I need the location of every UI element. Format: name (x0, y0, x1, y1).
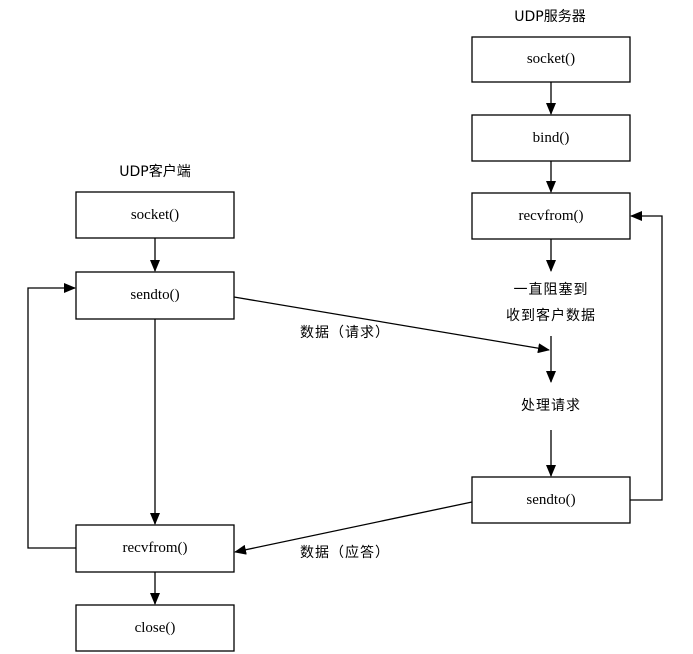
client-socket-box: socket() (75, 191, 235, 239)
client-sendto-box: sendto() (75, 271, 235, 320)
server-title: UDP服务器 (514, 9, 585, 25)
server-bind-label: bind() (533, 130, 570, 146)
arrow-request-message (233, 296, 550, 354)
server-block-text-line2: 收到客户数据 (506, 307, 596, 324)
client-title: UDP客户端 (119, 163, 190, 180)
server-sendto-label: sendto() (526, 492, 575, 508)
server-recvfrom-box: recvfrom() (471, 192, 631, 240)
arrow-reply-message (234, 501, 473, 555)
server-recvfrom-label: recvfrom() (519, 208, 584, 224)
server-block-text-line1: 一直阻塞到 (514, 281, 589, 298)
server-socket-box: socket() (471, 36, 631, 83)
client-socket-label: socket() (131, 207, 179, 223)
arrow-server-loop-back (630, 211, 663, 501)
server-bind-box: bind() (471, 114, 631, 162)
arrow-client-loop-back (27, 283, 76, 549)
reply-label: 数据（应答） (300, 544, 390, 561)
server-sendto-box: sendto() (471, 476, 631, 524)
client-close-label: close() (135, 620, 176, 636)
server-process-text: 处理请求 (521, 398, 581, 414)
server-socket-label: socket() (527, 51, 575, 67)
client-sendto-label: sendto() (130, 287, 179, 303)
client-close-box: close() (75, 604, 235, 652)
client-recvfrom-box: recvfrom() (75, 524, 235, 573)
client-recvfrom-label: recvfrom() (123, 540, 188, 556)
request-label: 数据（请求） (300, 325, 390, 341)
